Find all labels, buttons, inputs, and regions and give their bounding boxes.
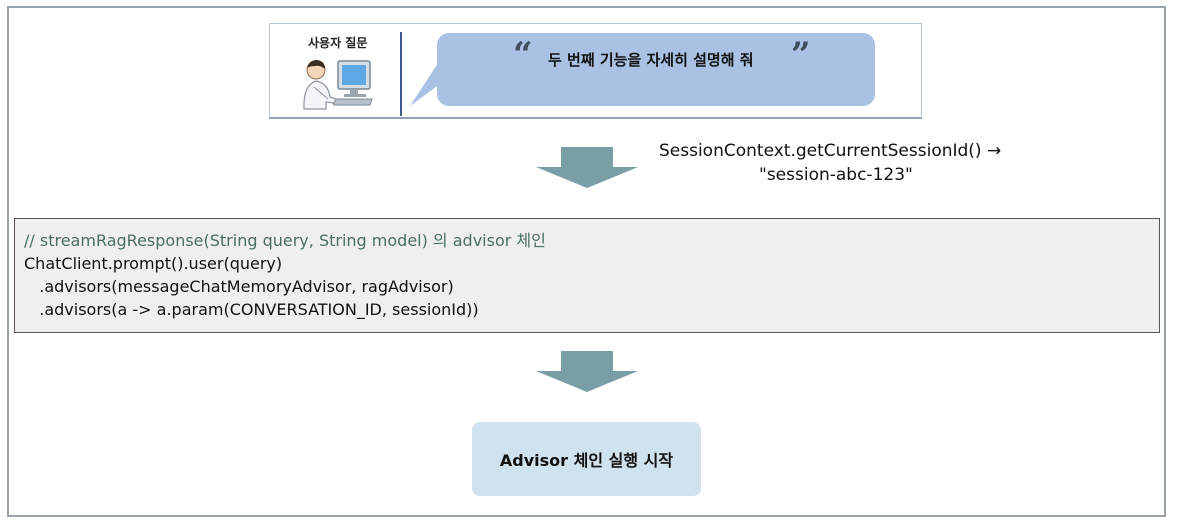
code-line-2: .advisors(messageChatMemoryAdvisor, ragA… <box>24 277 454 296</box>
close-quote-icon: ” <box>791 35 811 75</box>
code-block: // streamRagResponse(String query, Strin… <box>14 218 1160 333</box>
user-at-computer-icon <box>300 57 376 115</box>
open-quote-icon: “ <box>513 35 533 75</box>
down-arrow-icon <box>536 147 638 188</box>
session-id-line-1: SessionContext.getCurrentSessionId() → <box>659 141 1002 161</box>
code-line-1: ChatClient.prompt().user(query) <box>24 254 283 273</box>
code-comment: // streamRagResponse(String query, Strin… <box>24 231 546 250</box>
divider <box>400 32 402 116</box>
session-id-note: SessionContext.getCurrentSessionId() → "… <box>659 139 1049 187</box>
user-question-text: 두 번째 기능을 자세히 설명해 줘 <box>548 51 754 69</box>
speech-bubble <box>437 33 875 106</box>
session-id-line-2: "session-abc-123" <box>759 165 913 185</box>
speech-bubble-tail <box>410 60 440 106</box>
user-question-label: 사용자 질문 <box>308 36 368 50</box>
down-arrow-icon <box>536 351 638 392</box>
advisor-chain-start-label: Advisor 체인 실행 시작 <box>499 451 674 470</box>
advisor-chain-start-box: Advisor 체인 실행 시작 <box>472 422 701 496</box>
code-line-3: .advisors(a -> a.param(CONVERSATION_ID, … <box>24 300 479 319</box>
